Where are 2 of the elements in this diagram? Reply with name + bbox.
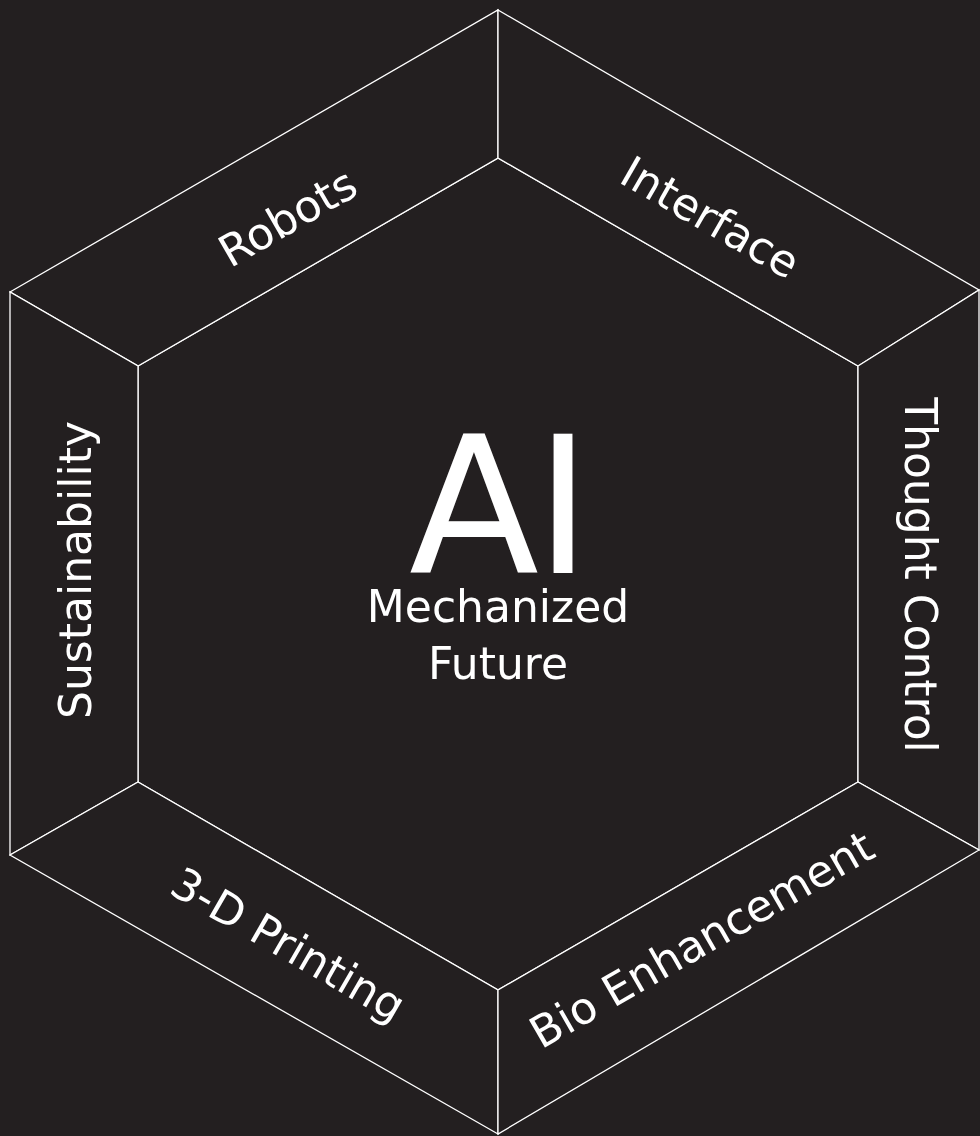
- segment-label: Thought Control: [895, 397, 945, 753]
- segment-label: Sustainability: [51, 421, 101, 719]
